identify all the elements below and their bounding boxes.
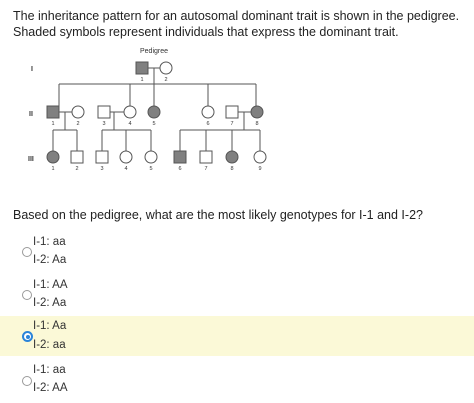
answer-option-3[interactable]: I-1: Aa I-2: aa <box>0 316 474 356</box>
svg-text:1: 1 <box>140 77 143 83</box>
option-4-line-2: I-2: AA <box>33 382 68 394</box>
pedigree-iii-4-female <box>119 150 133 164</box>
answer-option-4[interactable]: I-1: aa I-2: AA <box>0 361 474 401</box>
svg-text:2: 2 <box>164 77 167 83</box>
option-3-line-2: I-2: aa <box>33 339 66 351</box>
pedigree-iii-3-male <box>95 150 109 164</box>
radio-button-2[interactable] <box>22 290 32 300</box>
pedigree-iii-6-male-affected <box>173 150 187 164</box>
option-2-line-2: I-2: Aa <box>33 297 67 309</box>
svg-text:8: 8 <box>255 121 258 127</box>
option-2-line-1: I-1: AA <box>33 279 68 291</box>
option-1-line-1: I-1: aa <box>33 236 66 248</box>
pedigree-ii-4-female <box>123 105 137 119</box>
pedigree-iii-5-female <box>144 150 158 164</box>
pedigree-iii-9-female <box>253 150 267 164</box>
answer-option-2[interactable]: I-1: AA I-2: Aa <box>0 275 474 315</box>
svg-text:7: 7 <box>204 166 207 172</box>
svg-text:8: 8 <box>230 166 233 172</box>
svg-text:1: 1 <box>51 121 54 127</box>
pedigree-i-2-female <box>159 61 173 75</box>
pedigree-ii-2-female <box>71 105 85 119</box>
svg-text:6: 6 <box>178 166 181 172</box>
pedigree-ii-3-male <box>97 105 111 119</box>
pedigree-ii-6-female <box>201 105 215 119</box>
svg-text:4: 4 <box>128 121 131 127</box>
pedigree-ii-7-male <box>225 105 239 119</box>
generation-label-i: I <box>31 66 33 73</box>
svg-text:4: 4 <box>124 166 127 172</box>
pedigree-ii-1-male-affected <box>46 105 60 119</box>
option-4-line-1: I-1: aa <box>33 364 66 376</box>
option-1-line-2: I-2: Aa <box>33 254 67 266</box>
pedigree-ii-8-female-affected <box>250 105 264 119</box>
svg-text:5: 5 <box>149 166 152 172</box>
svg-text:1: 1 <box>51 166 54 172</box>
pedigree-figure: Pedigree I II III <box>20 44 280 179</box>
pedigree-iii-8-female-affected <box>225 150 239 164</box>
question-prompt: Based on the pedigree, what are the most… <box>13 208 423 222</box>
svg-text:2: 2 <box>76 121 79 127</box>
svg-text:7: 7 <box>230 121 233 127</box>
question-text: The inheritance pattern for an autosomal… <box>13 9 460 39</box>
pedigree-iii-2-male <box>70 150 84 164</box>
svg-text:5: 5 <box>152 121 155 127</box>
radio-button-3-selected[interactable] <box>22 331 33 342</box>
answer-option-1[interactable]: I-1: aa I-2: Aa <box>0 232 474 272</box>
pedigree-title: Pedigree <box>140 48 168 55</box>
generation-label-ii: II <box>29 111 33 118</box>
pedigree-iii-1-female-affected <box>46 150 60 164</box>
svg-text:2: 2 <box>75 166 78 172</box>
radio-button-1[interactable] <box>22 247 32 257</box>
svg-text:6: 6 <box>206 121 209 127</box>
radio-button-4[interactable] <box>22 376 32 386</box>
option-3-line-1: I-1: Aa <box>33 320 67 332</box>
svg-text:9: 9 <box>258 166 261 172</box>
generation-label-iii: III <box>28 156 34 163</box>
svg-text:3: 3 <box>100 166 103 172</box>
pedigree-iii-7-male <box>199 150 213 164</box>
pedigree-i-1-male-affected <box>135 61 149 75</box>
svg-text:3: 3 <box>102 121 105 127</box>
pedigree-ii-5-female-affected <box>147 105 161 119</box>
